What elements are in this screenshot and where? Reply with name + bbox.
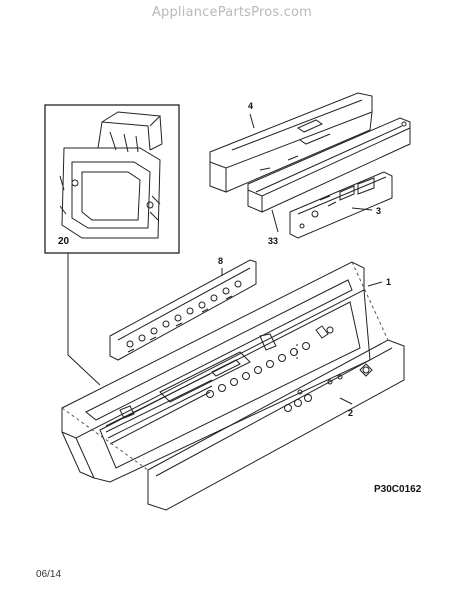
part-8-button-strip [109, 259, 257, 361]
part-33-gasket [247, 117, 411, 213]
callout-1: 1 [386, 277, 391, 287]
leader-line-part-2 [339, 397, 353, 405]
watermark-text: AppliancePartsPros.com [151, 5, 313, 20]
part-1-console-panel [61, 261, 371, 483]
callout-2: 2 [348, 408, 353, 418]
part-2-front-overlay [147, 339, 405, 511]
leader-line-part-33 [271, 209, 279, 233]
date-code: 06/14 [36, 569, 62, 580]
part-4-trim [209, 92, 373, 193]
alignment-line [351, 261, 389, 341]
inset-box-part-20 [44, 104, 180, 254]
leader-line-part-4 [249, 113, 255, 129]
part-3-control-board [289, 171, 393, 239]
callout-4: 4 [248, 101, 253, 111]
leader-line-part-3 [351, 207, 373, 211]
leader-line-part-1 [367, 281, 383, 287]
diagram-code: P30C0162 [374, 484, 422, 495]
leader-line-part-20 [67, 253, 101, 386]
callout-3: 3 [376, 206, 381, 216]
callout-8: 8 [218, 256, 223, 266]
part-20-bracket [59, 111, 163, 239]
callout-33: 33 [268, 236, 278, 246]
callout-20: 20 [58, 236, 70, 247]
